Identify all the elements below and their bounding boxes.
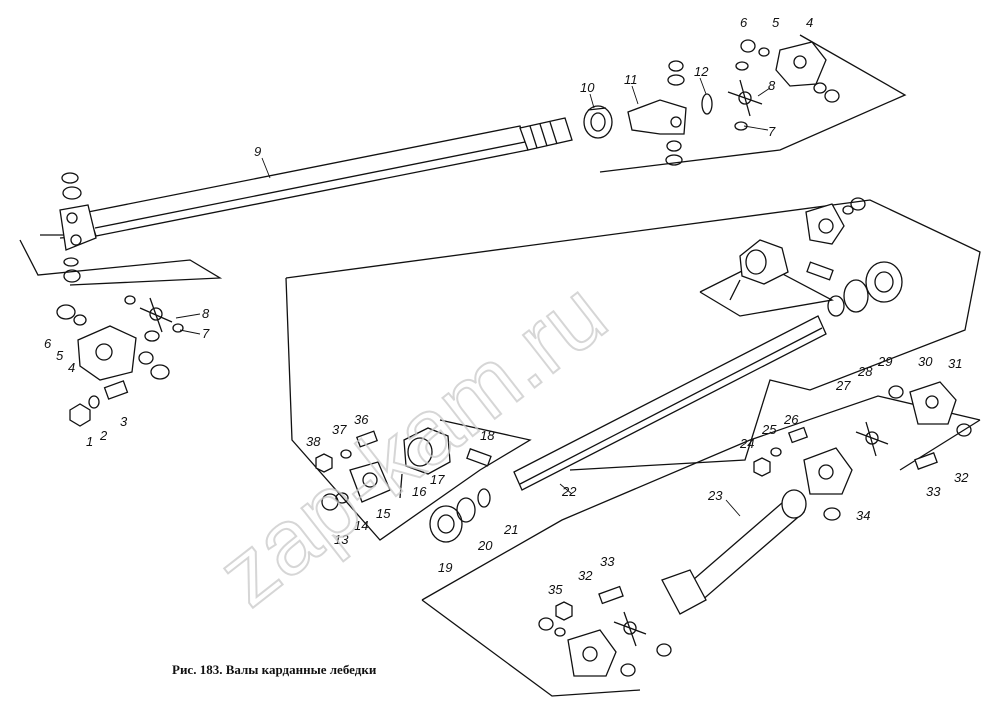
sliding-yoke-11 — [627, 99, 687, 135]
callout-13: 13 — [334, 532, 349, 547]
callout-19: 19 — [438, 560, 452, 575]
callout-20: 20 — [477, 538, 493, 553]
callout-21: 21 — [503, 522, 518, 537]
callout-8-upper: 8 — [768, 78, 776, 93]
callout-1: 1 — [86, 434, 93, 449]
upper-shaft-assembly — [19, 34, 907, 286]
callout-36: 36 — [354, 412, 369, 427]
callout-4: 4 — [68, 360, 75, 375]
callout-3: 3 — [120, 414, 128, 429]
winch-drive-group — [285, 199, 981, 543]
callout-10: 10 — [580, 80, 595, 95]
callout-32: 32 — [954, 470, 969, 485]
callout-14: 14 — [354, 518, 368, 533]
flange-yoke-4-upper — [775, 41, 827, 87]
callout-2: 2 — [99, 428, 108, 443]
callout-16: 16 — [412, 484, 427, 499]
callout-labels: 1 2 3 4 5 6 7 8 6 5 4 8 7 9 10 11 12 13 … — [44, 15, 969, 597]
callout-12: 12 — [694, 64, 709, 79]
callout-33-lower: 33 — [600, 554, 615, 569]
housing-17 — [403, 427, 451, 475]
callout-7-upper: 7 — [768, 124, 776, 139]
callout-28: 28 — [857, 364, 873, 379]
callout-18: 18 — [480, 428, 495, 443]
callout-6-upper: 6 — [740, 15, 748, 30]
callout-9: 9 — [254, 144, 261, 159]
flange-yoke-4-lower — [77, 325, 137, 381]
callout-31: 31 — [948, 356, 962, 371]
callout-27: 27 — [835, 378, 851, 393]
callout-22: 22 — [561, 484, 577, 499]
shaft-tube-9 — [87, 125, 529, 237]
callout-24: 24 — [739, 436, 754, 451]
callout-4-upper: 4 — [806, 15, 813, 30]
callout-17: 17 — [430, 472, 445, 487]
callout-7: 7 — [202, 326, 210, 341]
callout-6: 6 — [44, 336, 52, 351]
callout-5-upper: 5 — [772, 15, 780, 30]
figure-caption: Рис. 183. Валы карданные лебедки — [172, 662, 377, 677]
yoke-left-upper — [59, 204, 97, 251]
callout-15: 15 — [376, 506, 391, 521]
flange-yoke-bottom — [567, 629, 617, 677]
callout-34: 34 — [856, 508, 870, 523]
callout-32-lower: 32 — [578, 568, 593, 583]
callout-23: 23 — [707, 488, 723, 503]
callout-11: 11 — [624, 72, 638, 87]
callout-26: 26 — [783, 412, 799, 427]
callout-38: 38 — [306, 434, 321, 449]
callout-29: 29 — [877, 354, 892, 369]
left-flange-group — [56, 295, 184, 427]
callout-35: 35 — [548, 582, 563, 597]
callout-37: 37 — [332, 422, 347, 437]
callout-5: 5 — [56, 348, 64, 363]
callout-30: 30 — [918, 354, 933, 369]
flange-34 — [803, 447, 853, 495]
callout-25: 25 — [761, 422, 777, 437]
callout-33: 33 — [926, 484, 941, 499]
callout-8: 8 — [202, 306, 210, 321]
